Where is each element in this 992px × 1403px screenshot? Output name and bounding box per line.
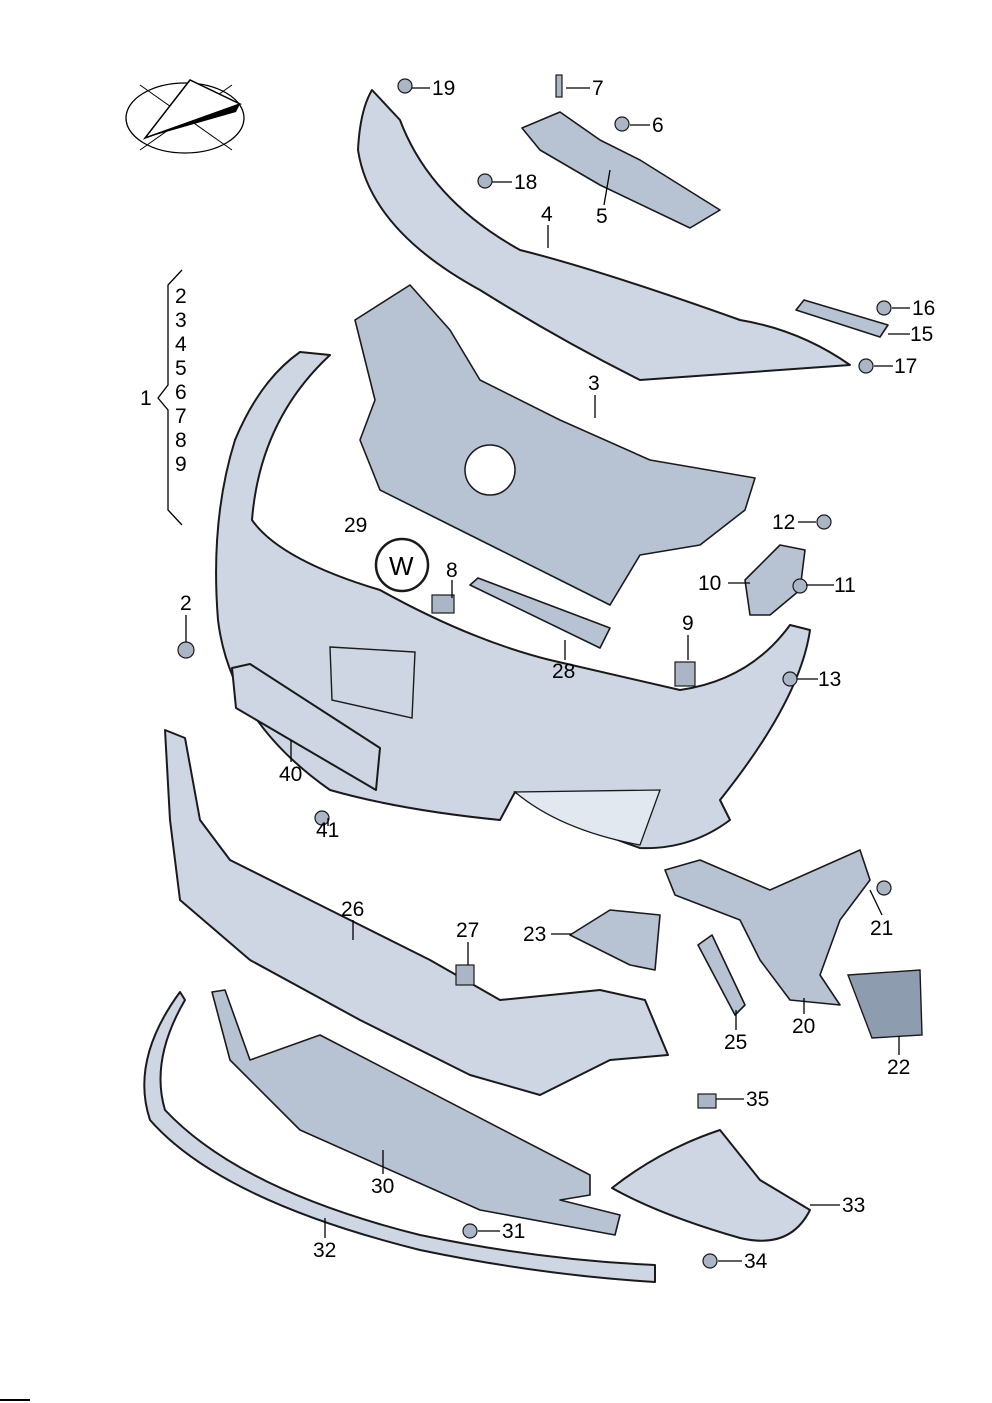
part-32-spoiler (143, 991, 656, 1283)
callout-34: 34 (744, 1250, 768, 1273)
callout-29: 29 (344, 514, 368, 537)
group-bracket (157, 269, 183, 526)
callout-5: 5 (596, 205, 608, 228)
callout-32: 32 (313, 1239, 337, 1262)
emblem-logo: W (389, 551, 414, 581)
callout-22: 22 (887, 1056, 911, 1079)
assembly-member: 4 (175, 333, 187, 356)
part-30-underbody (211, 989, 621, 1236)
callout-30: 30 (371, 1175, 395, 1198)
part-33-corner (611, 1129, 811, 1242)
part-28-strip (469, 577, 611, 649)
callout-11: 11 (834, 574, 856, 597)
callout-19: 19 (432, 77, 456, 100)
callout-15: 15 (910, 323, 934, 346)
part-29-emblem (374, 537, 430, 593)
callout-20: 20 (792, 1015, 816, 1038)
assembly-member: 5 (175, 357, 187, 380)
callout-41: 41 (316, 819, 340, 842)
callout-4: 4 (541, 203, 553, 226)
callout-33: 33 (842, 1194, 866, 1217)
part-15-bracket (795, 299, 889, 338)
callout-26: 26 (341, 898, 365, 921)
callout-16: 16 (912, 297, 936, 320)
callout-6: 6 (652, 114, 664, 137)
callout-10: 10 (698, 572, 722, 595)
callout-13: 13 (818, 668, 842, 691)
callout-7: 7 (592, 77, 604, 100)
callout-35: 35 (746, 1088, 770, 1111)
part-bumper-cover (215, 351, 811, 850)
leader-lines (185, 87, 910, 1262)
part-4-upper-trim (357, 89, 851, 381)
part-22-grille (847, 969, 923, 1039)
callout-23: 23 (523, 923, 547, 946)
assembly-member: 8 (175, 429, 187, 452)
callout-8: 8 (446, 559, 458, 582)
fasteners (177, 74, 892, 1269)
callout-25: 25 (724, 1031, 748, 1054)
callout-3: 3 (588, 372, 600, 395)
part-25-cap (697, 934, 746, 1016)
assembly-member: 3 (175, 309, 187, 332)
callout-12: 12 (772, 511, 796, 534)
part-5-bracket (521, 111, 721, 229)
page-edge-rule (0, 1399, 30, 1401)
assembly-member: 6 (175, 381, 187, 404)
part-26-lower-grille (164, 729, 669, 1096)
part-20-bracket (664, 849, 871, 1006)
assembly-member: 7 (175, 405, 187, 428)
assembly-member: 2 (175, 285, 187, 308)
orientation-icon (125, 79, 245, 154)
part-23-air-guide (569, 909, 661, 971)
callout-17: 17 (894, 355, 918, 378)
callout-1-assembly: 1 (140, 387, 152, 410)
part-3-absorber (354, 284, 756, 606)
assembly-member: 9 (175, 453, 187, 476)
callout-27: 27 (456, 919, 480, 942)
callout-18: 18 (514, 171, 538, 194)
callout-40: 40 (279, 763, 303, 786)
callout-31: 31 (502, 1220, 526, 1243)
callout-28: 28 (552, 660, 576, 683)
callout-2: 2 (180, 592, 192, 615)
part-40-plate-holder (231, 663, 381, 791)
callout-9: 9 (682, 612, 694, 635)
callout-21: 21 (870, 917, 894, 940)
